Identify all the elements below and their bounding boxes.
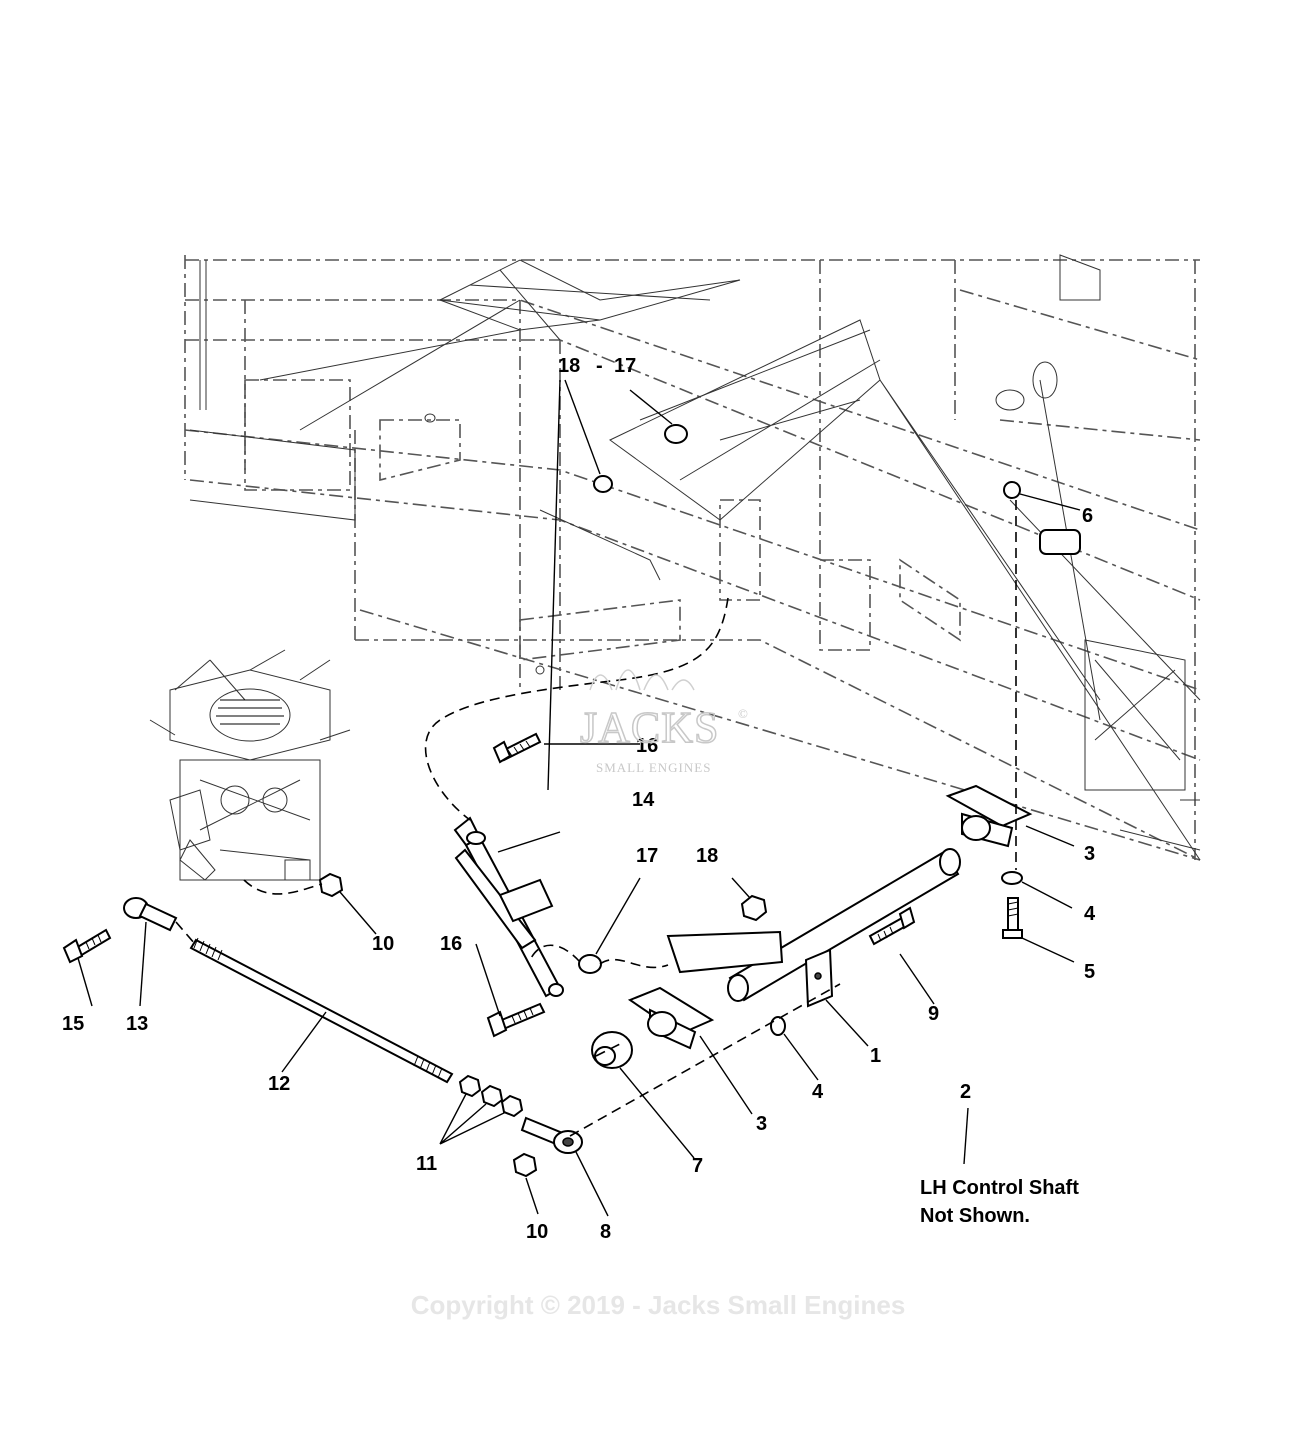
nut-10-bottom [512, 1152, 538, 1178]
callout-13: 13 [126, 1013, 148, 1035]
bolt-5 [1002, 897, 1023, 939]
callout-18-mid: 18 [696, 845, 718, 867]
nut-10-top [318, 872, 344, 898]
nut-11-b [480, 1084, 504, 1108]
callout-17-mid: 17 [636, 845, 658, 867]
callout-numbers: 18 - 17 6 16 14 17 18 3 4 5 10 16 9 15 1… [62, 355, 1096, 1243]
bolt-16-mid [486, 1002, 546, 1038]
note-line-2: Not Shown. [920, 1205, 1030, 1227]
control-shaft-1 [666, 848, 961, 1008]
watermark-logo: JACKS SMALL ENGINES © [579, 669, 749, 775]
rod-end-13 [123, 897, 178, 932]
callout-6: 6 [1082, 505, 1093, 527]
copyright-text: Copyright © 2019 - Jacks Small Engines [411, 1290, 906, 1320]
gas-spring-14 [453, 816, 564, 998]
svg-text:SMALL ENGINES: SMALL ENGINES [596, 760, 711, 775]
assembly-lines [175, 500, 1017, 1137]
callout-dash-sep: - [596, 355, 603, 377]
nut-18 [740, 894, 768, 922]
callout-10-bottom: 10 [526, 1221, 548, 1243]
frame-fittings [424, 254, 1101, 675]
callout-14: 14 [632, 789, 655, 811]
washer-4-mid [770, 1016, 786, 1036]
nut-11-c [500, 1094, 524, 1118]
transaxle-pump-assembly [149, 649, 351, 881]
callout-12: 12 [268, 1073, 290, 1095]
callout-7: 7 [692, 1155, 703, 1177]
callout-15: 15 [62, 1013, 84, 1035]
bolt-16-top [492, 732, 542, 764]
svg-text:©: © [738, 706, 749, 721]
bolt-9 [868, 906, 916, 946]
callout-11: 11 [416, 1153, 437, 1175]
leader-lines [77, 379, 1081, 1217]
callout-16-top: 16 [636, 735, 658, 757]
washer-4-right [1001, 871, 1023, 885]
nut-11-a [458, 1074, 482, 1098]
callout-3-right: 3 [1084, 843, 1095, 865]
callout-16-mid: 16 [440, 933, 462, 955]
callout-5: 5 [1084, 961, 1095, 983]
spacer-17 [578, 954, 602, 974]
frame-assembly [184, 255, 1201, 861]
svg-text:JACKS: JACKS [580, 703, 720, 752]
threaded-rod-12 [189, 937, 454, 1084]
callout-17-top: 17 [614, 355, 636, 377]
callout-4-right: 4 [1084, 903, 1096, 925]
bolt-15 [62, 928, 112, 964]
callout-8: 8 [600, 1221, 611, 1243]
bearing-bracket-3-right [945, 784, 1033, 848]
callout-18-top: 18 [558, 355, 580, 377]
collar-7 [591, 1031, 633, 1069]
rod-end-8 [520, 1116, 583, 1154]
bearing-bracket-3-mid [627, 986, 715, 1050]
callout-10-top: 10 [372, 933, 394, 955]
callout-1: 1 [870, 1045, 881, 1067]
callout-9: 9 [928, 1003, 939, 1025]
callout-3-mid: 3 [756, 1113, 767, 1135]
callout-2: 2 [960, 1081, 971, 1103]
callout-4-mid: 4 [812, 1081, 824, 1103]
note-line-1: LH Control Shaft [920, 1177, 1079, 1199]
